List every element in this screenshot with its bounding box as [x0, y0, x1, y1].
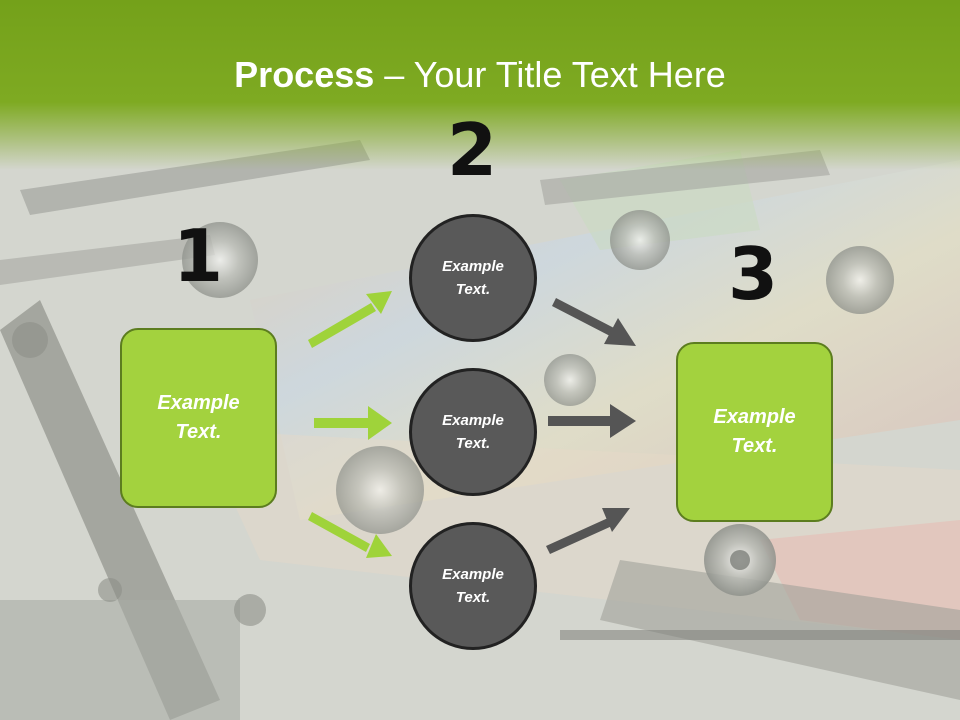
circle-bottom-line-1: Example — [442, 566, 504, 583]
circle-top-line-1: Example — [442, 258, 504, 275]
circle-top-line-2: Text. — [455, 281, 491, 298]
green-arrow-up — [308, 291, 392, 348]
step-1-box-line-1: Example — [157, 392, 240, 414]
step-number-1: 1 — [172, 214, 224, 298]
circle-bottom-line-2: Text. — [455, 589, 491, 606]
header-band — [0, 0, 960, 170]
step-number-3: 3 — [727, 232, 779, 316]
title-rest: – Your Title Text Here — [374, 54, 726, 95]
title-bold: Process — [234, 54, 375, 95]
circle-middle-line-2: Text. — [455, 435, 491, 452]
slide-title: Process – Your Title Text Here — [0, 54, 960, 96]
green-arrow-right — [314, 406, 392, 440]
gray-arrow-right — [548, 404, 636, 438]
gray-arrow-up — [546, 508, 630, 554]
step-3-box-line-1: Example — [713, 406, 796, 428]
step-number-2: 2 — [446, 108, 498, 192]
green-arrow-down — [308, 512, 392, 558]
step-3-box-line-2: Text. — [731, 435, 778, 457]
circle-middle-line-1: Example — [442, 412, 504, 429]
gray-arrow-down — [552, 298, 636, 346]
step-1-box-line-2: Text. — [175, 421, 222, 443]
